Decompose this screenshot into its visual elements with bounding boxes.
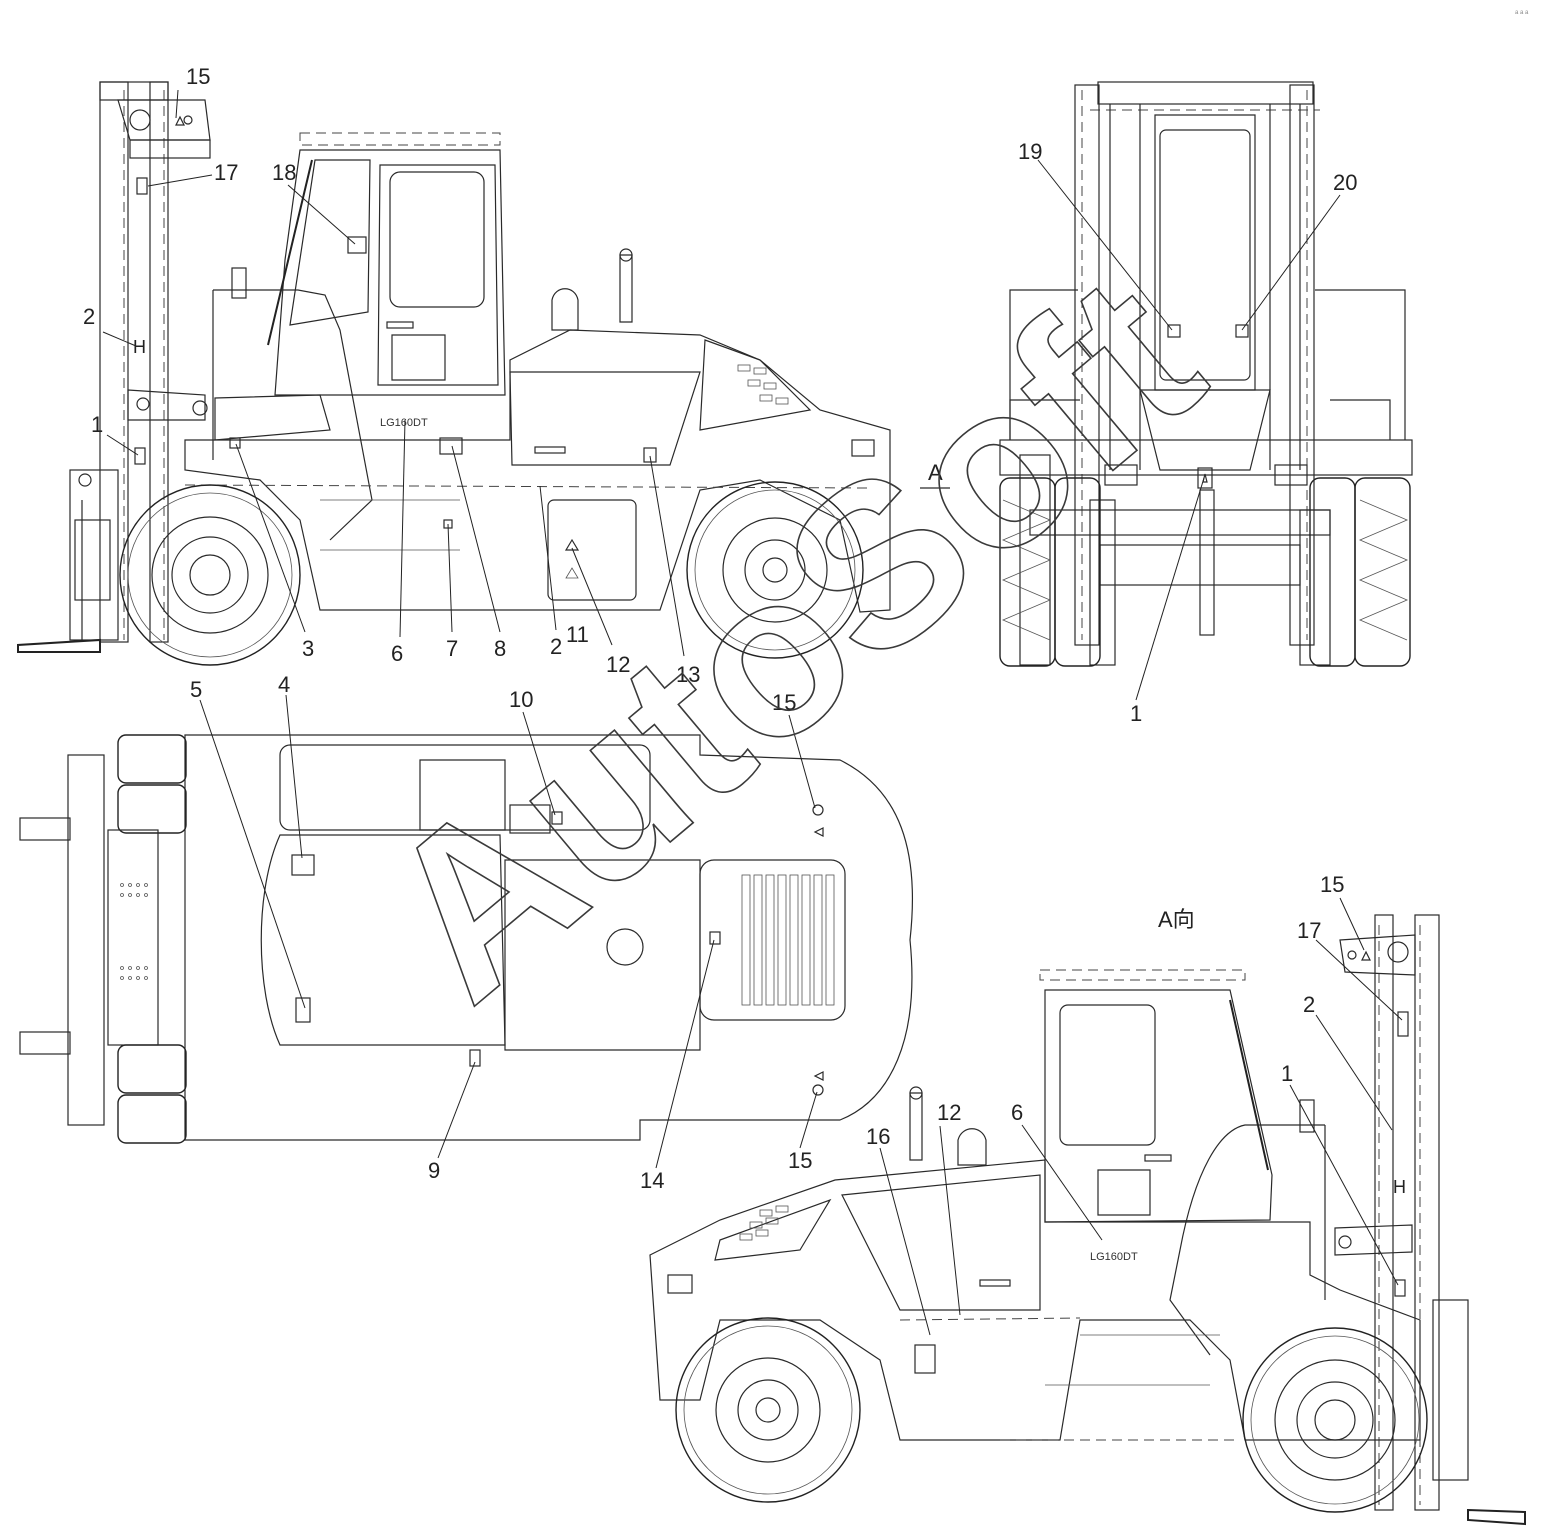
cab-outline	[1044, 989, 1273, 1223]
callout-4: 4	[278, 672, 290, 697]
fork-tine	[17, 638, 101, 653]
wheel-icon	[686, 481, 864, 659]
callout-3: 3	[302, 636, 314, 661]
warning-triangle-icon	[813, 1071, 824, 1081]
model-label: LG160DT	[380, 417, 428, 429]
overhead-guard-top	[1097, 81, 1314, 105]
wheel-icon	[119, 484, 301, 666]
truck-body	[649, 1159, 1421, 1441]
wheel-icon	[1309, 477, 1411, 667]
svg-text:AutoSoft: AutoSoft	[336, 227, 1245, 1048]
label-plate-icon	[439, 437, 463, 455]
top-body	[184, 734, 913, 1141]
callout-1-right: 1	[1281, 1061, 1293, 1086]
callout-1: 1	[91, 412, 103, 437]
callout-15: 15	[186, 64, 210, 89]
mast-right-rail	[149, 81, 169, 643]
callout-12: 12	[606, 652, 630, 677]
view-marker: A	[928, 460, 943, 485]
warning-triangle-icon	[564, 538, 580, 551]
label-plate-icon	[134, 447, 146, 465]
callout-5: 5	[190, 677, 202, 702]
engine-grille	[741, 874, 835, 1006]
callout-17: 17	[214, 160, 238, 185]
callout-9: 9	[428, 1158, 440, 1183]
callout-15-bottom: 15	[788, 1148, 812, 1173]
callout-6: 6	[391, 641, 403, 666]
front-view: 19 20 1	[999, 81, 1413, 726]
label-plate-icon	[643, 447, 657, 463]
callout-6-right: 6	[1011, 1100, 1023, 1125]
top-view: 5 4 10 15 15 9 14	[19, 672, 913, 1193]
cab-outline	[274, 149, 506, 396]
label-plate-icon	[1235, 324, 1249, 338]
label-plate-icon	[295, 997, 311, 1023]
fork-tine	[1467, 1508, 1526, 1526]
label-plate-icon	[914, 1344, 936, 1374]
model-label-right: LG160DT	[1090, 1251, 1138, 1263]
cab-roof	[260, 834, 506, 1046]
callout-8: 8	[494, 636, 506, 661]
callout-10: 10	[509, 687, 533, 712]
wheel-icon	[1242, 1327, 1428, 1513]
callout-14: 14	[640, 1168, 664, 1193]
label-plate-icon	[1397, 1011, 1409, 1037]
callout-12-right: 12	[937, 1100, 961, 1125]
label-plate-icon	[1394, 1279, 1406, 1297]
callout-2b: 2	[550, 634, 562, 659]
warning-triangle-icon	[565, 567, 579, 579]
callout-20: 20	[1333, 170, 1357, 195]
callout-2: 2	[83, 304, 95, 329]
corner-mark: a a a	[1515, 10, 1529, 16]
label-plate-icon	[551, 811, 563, 825]
callout-17-right: 17	[1297, 918, 1321, 943]
warning-triangle-icon	[175, 115, 185, 126]
warning-triangle-icon	[813, 827, 824, 837]
side-view-left: H	[17, 64, 950, 687]
label-plate-icon	[291, 854, 315, 876]
label-plate-icon	[229, 437, 241, 449]
callout-2-right: 2	[1303, 992, 1315, 1017]
callout-19: 19	[1018, 139, 1042, 164]
callout-15-top: 15	[772, 690, 796, 715]
label-plate-icon	[709, 931, 721, 945]
label-plate-icon	[347, 236, 367, 254]
label-plate-icon	[469, 1049, 481, 1067]
label-plate-icon	[1167, 324, 1181, 338]
svg-text:H: H	[133, 337, 146, 357]
watermark: AutoSoft	[336, 226, 1246, 1048]
warning-triangle-icon	[1361, 950, 1371, 961]
callout-15-right: 15	[1320, 872, 1344, 897]
wheel-icon	[999, 477, 1101, 667]
side-view-right: A向 H	[649, 872, 1526, 1526]
label-plate-icon	[136, 177, 148, 195]
svg-text:H: H	[1393, 1177, 1406, 1197]
callout-16: 16	[866, 1124, 890, 1149]
wheel-icon	[675, 1317, 861, 1503]
wheel-icon	[117, 734, 187, 1144]
callout-1-front: 1	[1130, 701, 1142, 726]
callout-13: 13	[676, 662, 700, 687]
callout-7: 7	[446, 636, 458, 661]
view-direction-label: A向	[1158, 907, 1195, 932]
callout-18: 18	[272, 160, 296, 185]
callout-11: 11	[566, 622, 589, 647]
